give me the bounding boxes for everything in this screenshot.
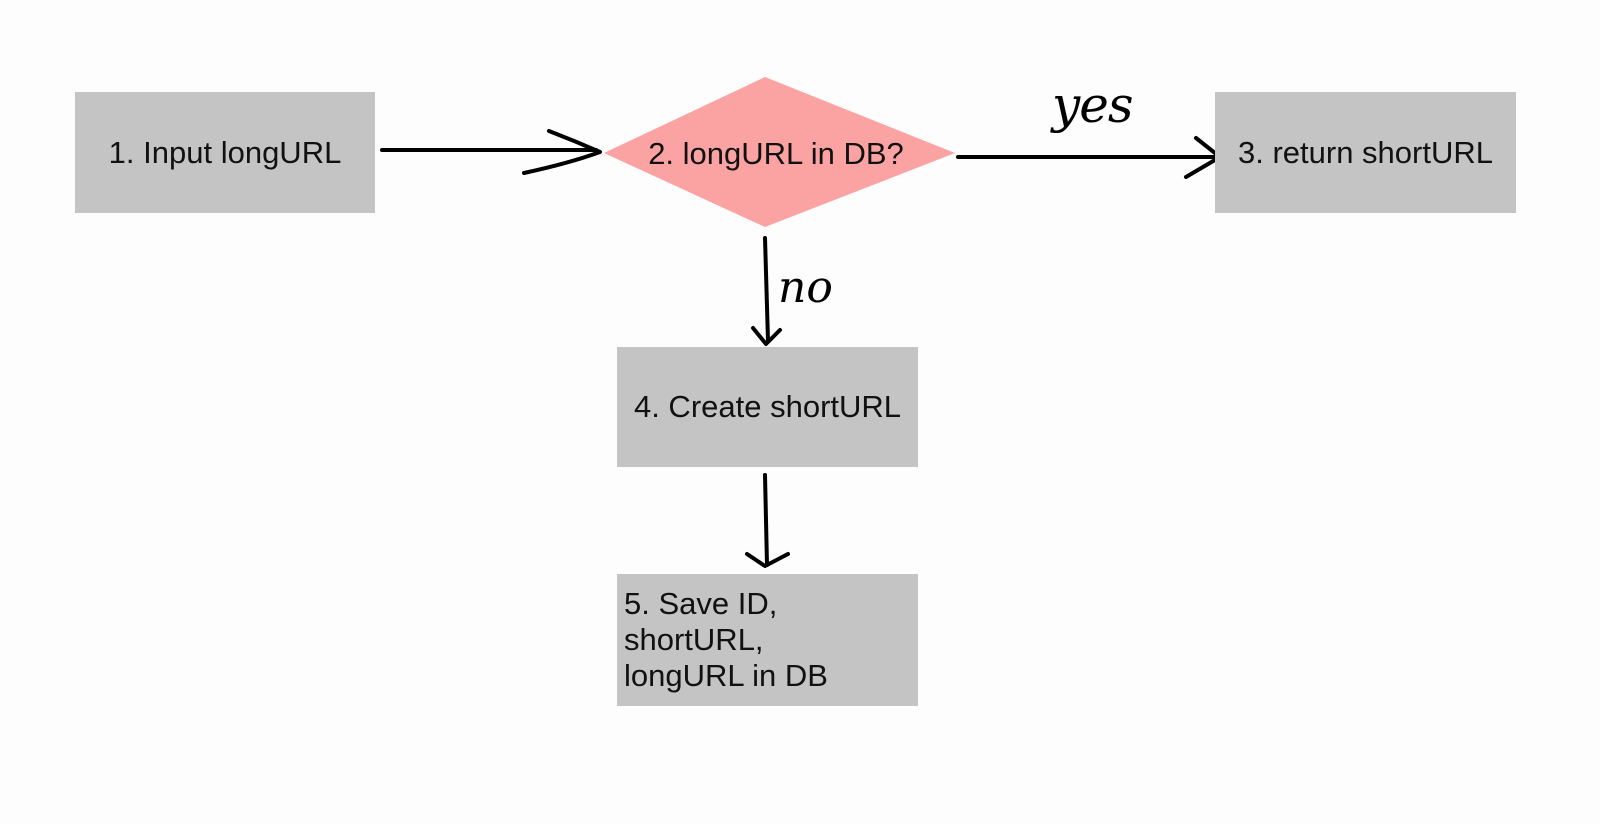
node-save-to-db: 5. Save ID, shortURL, longURL in DB [617, 574, 918, 706]
node-decision: 2. longURL in DB? [604, 130, 948, 178]
node-return-shorturl: 3. return shortURL [1215, 92, 1516, 213]
edge-label-no: no [778, 262, 833, 313]
node-create-shorturl: 4. Create shortURL [617, 347, 918, 467]
node-create-label: 4. Create shortURL [633, 389, 902, 424]
node-input-longurl: 1. Input longURL [75, 92, 375, 213]
node-return-label: 3. return shortURL [1238, 134, 1493, 170]
arrow-decision-to-create [751, 236, 782, 346]
arrow-input-to-decision [380, 129, 602, 175]
node-decision-label: 2. longURL in DB? [648, 136, 904, 171]
edge-label-yes: yes [1052, 76, 1133, 134]
node-save-label-line1: 5. Save ID, shortURL, [624, 586, 778, 657]
decision-diamond [604, 77, 955, 227]
arrow-decision-to-return [956, 136, 1222, 179]
node-save-label-line2: longURL in DB [624, 658, 828, 693]
arrow-create-to-save [745, 473, 790, 568]
node-input-label: 1. Input longURL [108, 134, 342, 170]
node-save-text: 5. Save ID, shortURL, longURL in DB [624, 586, 918, 694]
